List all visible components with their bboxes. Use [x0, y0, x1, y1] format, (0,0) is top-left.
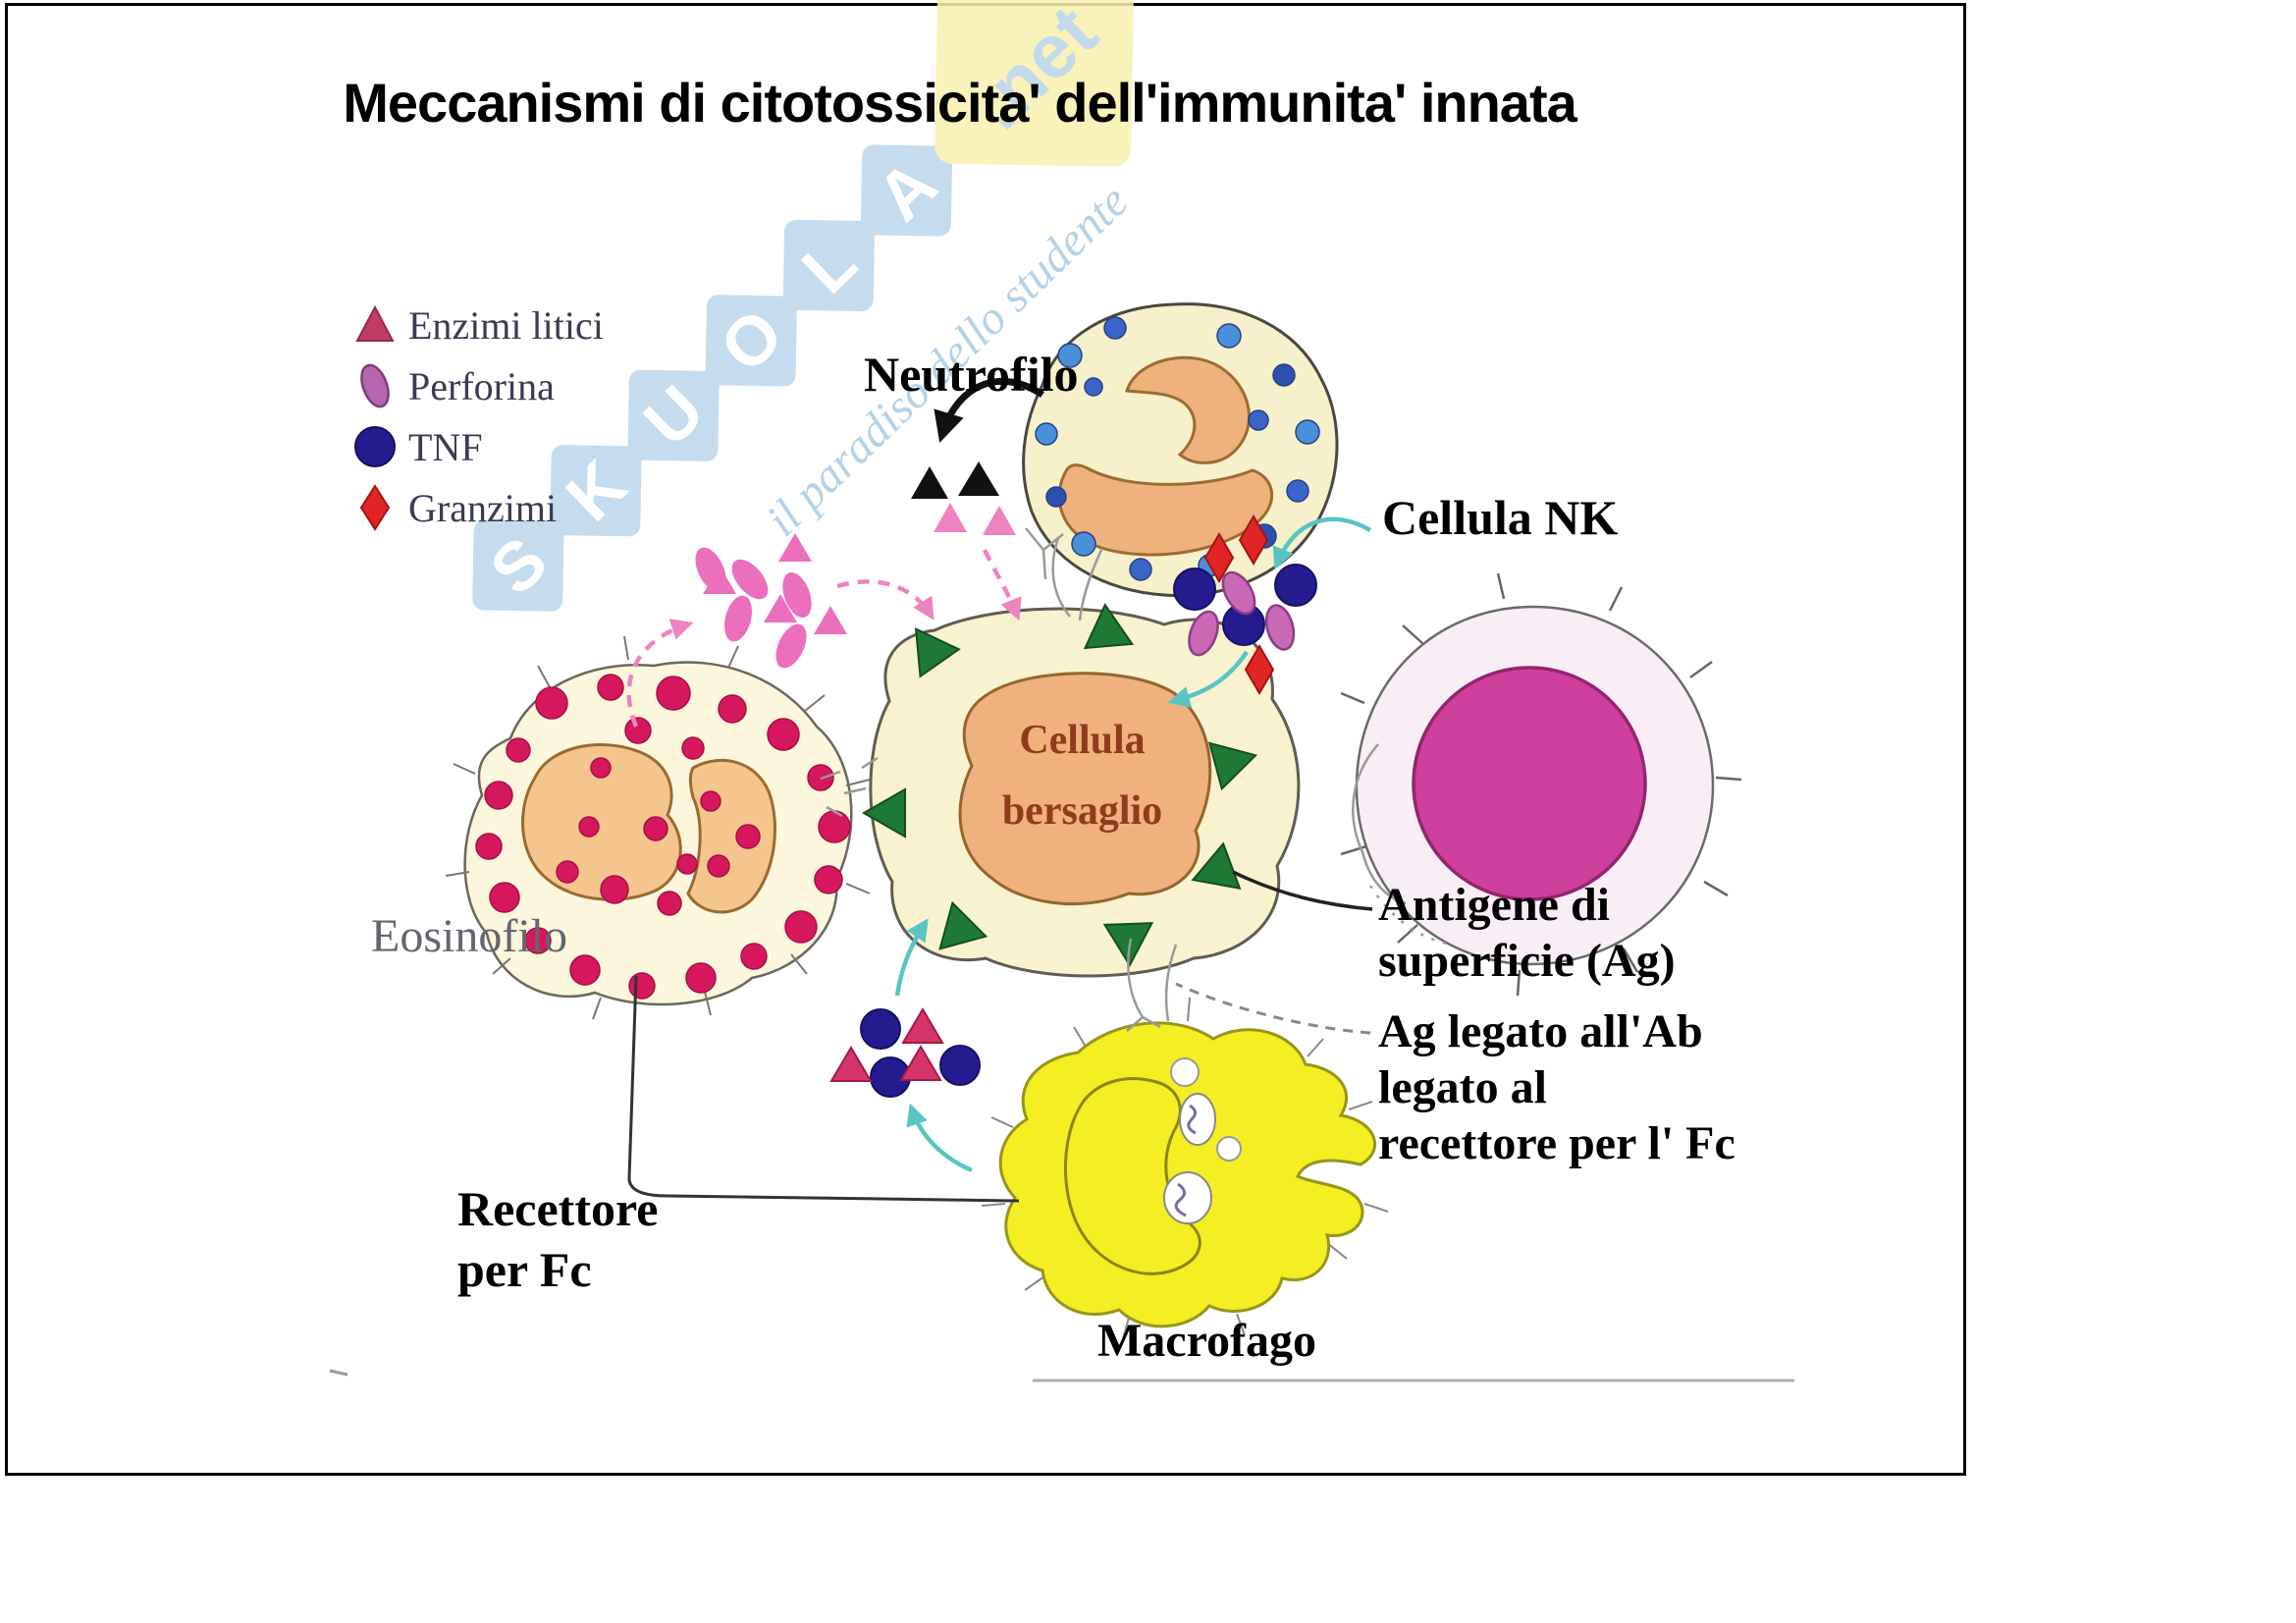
lytic-enzyme-black-triangle: [958, 461, 999, 496]
granzyme-diamond: [1238, 514, 1269, 566]
macrophage-cell: [981, 997, 1389, 1340]
pink-triangle: [778, 533, 812, 562]
eosinophil-to-mediators-arrow: [626, 619, 694, 728]
granzyme-diamond-icon: [349, 482, 400, 533]
pink-arrows: [626, 548, 1022, 728]
macrophage-label: Macrofago: [1097, 1315, 1317, 1367]
eosinophil-granules: [475, 674, 851, 1000]
tnf-circle: [1173, 568, 1216, 611]
perforin-bean: [1221, 570, 1256, 616]
legend-label: TNF: [408, 424, 483, 469]
nk-mediators: [1173, 514, 1317, 695]
ag-ab-fc-line1: Ag legato all'Ab: [1378, 1005, 1703, 1057]
nk-cell-spikes: [1340, 572, 1742, 997]
lytic-enzyme-triangle: [829, 1046, 873, 1082]
receptor-sketches: [820, 527, 1454, 1032]
tnf-circle: [860, 1008, 901, 1050]
fc-receptor-line1: Recettore: [457, 1181, 659, 1236]
granzyme-diamond: [1244, 644, 1275, 695]
legend-row-granzimi: Granzimi: [349, 477, 683, 538]
tnf-circle: [939, 1045, 981, 1086]
macrophage-nucleus: [1063, 1077, 1201, 1275]
surface-antigen-note: Antigene di superficie (Ag): [1378, 877, 1676, 989]
neutrophil-granules-to-target-arrow: [982, 548, 1022, 622]
pink-triangle: [983, 506, 1016, 535]
surface-antigen-pointer: [1232, 870, 1373, 911]
cyan-arrows: [894, 516, 1372, 1173]
pink-triangle: [934, 503, 967, 532]
tnf-circle: [1274, 564, 1317, 607]
fc-receptor-line2: per Fc: [457, 1242, 592, 1297]
tnf-circle-icon: [349, 421, 400, 472]
lytic-enzyme-triangle: [901, 1007, 944, 1044]
ag-ab-fc-line2: legato al: [1378, 1061, 1547, 1113]
legend-label: Granzimi: [408, 485, 558, 530]
eosinophil-spikes: [445, 635, 871, 1020]
macrophage-vacuoles: [1163, 1057, 1242, 1224]
fc-receptor-pointer: [627, 975, 1020, 1203]
macrophage-mediators: [829, 1007, 981, 1098]
nk-mediators-to-target-arrow: [1167, 650, 1249, 708]
legend-row-enzimi-litici: Enzimi litici: [349, 295, 683, 355]
nk-to-mediators-arrow: [1272, 516, 1372, 570]
surface-antigen-line2: superficie (Ag): [1378, 935, 1676, 987]
macrophage-spikes: [981, 997, 1389, 1340]
page-title: Meccanismi di citotossicita' dell'immuni…: [343, 72, 1576, 134]
perforin-bean: [723, 595, 753, 642]
neutrophil-release: [911, 377, 1044, 535]
target-cell-label-line1: Cellula: [1019, 718, 1146, 763]
ag-ab-fc-pointer: [1175, 982, 1371, 1035]
target-nucleus: [958, 672, 1212, 906]
mediators-to-target-arrow: [836, 579, 934, 621]
target-cell-label-line2: bersaglio: [1001, 788, 1163, 834]
perforin-bean-icon: [349, 360, 400, 411]
eosinophil-cell: [445, 635, 871, 1020]
neutrophil-release-arrow: [934, 377, 1044, 444]
ag-ab-fc-note: Ag legato all'Ab legato al recettore per…: [1378, 1003, 1735, 1171]
nk-nucleus: [1412, 666, 1647, 901]
scan-mark: [329, 1369, 348, 1377]
macrophage-mediators-to-target-arrow: [894, 918, 929, 997]
legend: Enzimi litici Perforina TNF Granzimi: [349, 295, 683, 538]
perforin-bean: [782, 572, 812, 618]
macrophage-to-mediators-arrow: [906, 1103, 973, 1173]
perforin-bean: [731, 559, 769, 600]
pink-triangle: [814, 606, 847, 634]
target-cell-label: Cellula bersaglio: [977, 705, 1188, 846]
nk-cell: [1340, 572, 1742, 997]
perforin-bean: [1264, 604, 1296, 651]
granzyme-diamond: [1203, 532, 1235, 583]
ag-ab-fc-line3: recettore per l' Fc: [1378, 1117, 1735, 1169]
nk-cell-label: Cellula NK: [1382, 490, 1619, 545]
eosinophil-label: Eosinofilo: [371, 910, 567, 962]
fc-receptor-note: Recettore per Fc: [457, 1178, 658, 1300]
lytic-enzyme-triangle-icon: [349, 299, 400, 351]
perforin-bean: [775, 623, 807, 669]
surface-antigens: [861, 603, 1258, 967]
pink-triangle: [764, 594, 797, 622]
legend-label: Perforina: [408, 363, 555, 408]
legend-row-perforina: Perforina: [349, 355, 683, 416]
eosinophil-mediators: [695, 533, 847, 669]
lytic-enzyme-triangle: [899, 1045, 942, 1081]
legend-row-tnf: TNF: [349, 416, 683, 477]
legend-label: Enzimi litici: [408, 302, 604, 348]
lytic-enzyme-black-triangle: [911, 466, 948, 499]
perforin-bean: [1188, 610, 1219, 657]
neutrophil-label: Neutrofilo: [864, 347, 1079, 402]
neutrophil-cell: [1022, 302, 1339, 598]
pink-triangle: [703, 566, 736, 594]
surface-antigen-line1: Antigene di: [1378, 879, 1611, 931]
